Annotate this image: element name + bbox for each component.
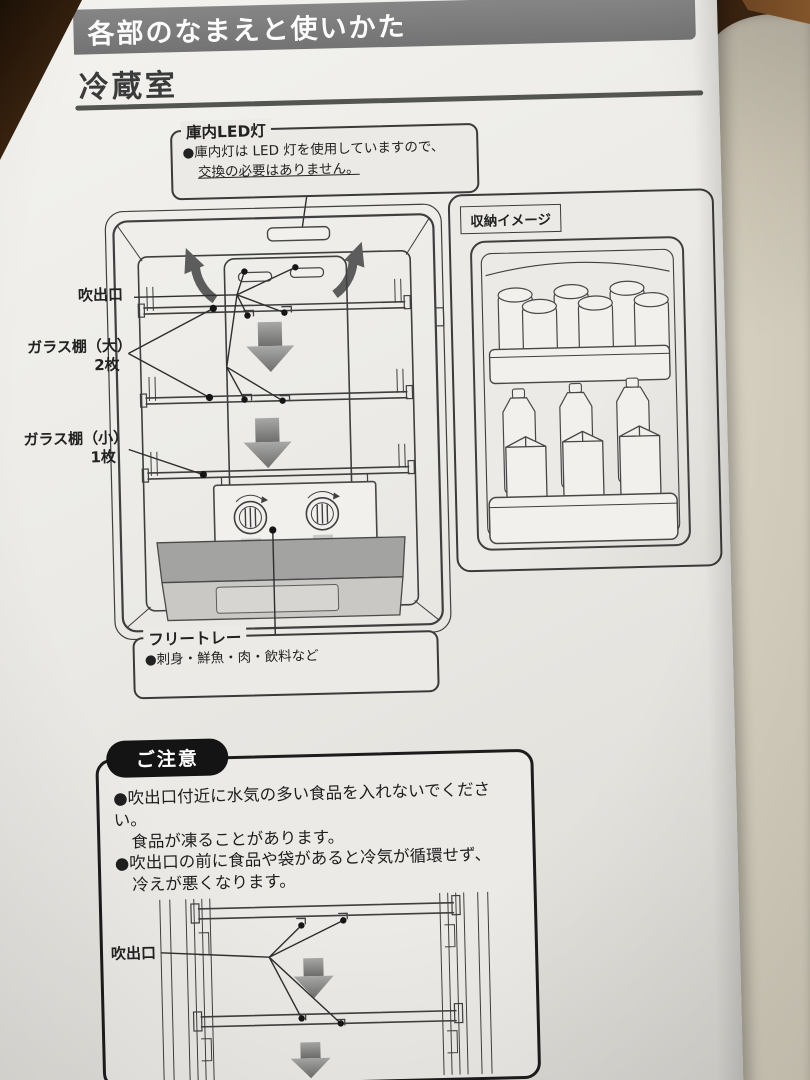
led-callout-title: 庫内LED灯	[180, 118, 272, 144]
led-light-callout: 庫内LED灯 ●庫内灯は LED 灯を使用していますので、 交換の必要はありませ…	[169, 118, 480, 201]
storage-image-box: 収納イメージ	[447, 188, 723, 573]
shelf-large-label: ガラス棚（大） 2枚	[27, 336, 140, 376]
caution-badge: ご注意	[105, 738, 229, 779]
cold-air-down-arrow-icon	[246, 321, 295, 372]
free-tray-callout-text: ●刺身・鮮魚・肉・飲料など	[144, 647, 319, 669]
air-flow-right-arrow-icon	[332, 241, 365, 299]
shelf-small-label: ガラス棚（小） 1枚	[23, 428, 136, 468]
free-tray-callout-title: フリートレー	[143, 625, 247, 651]
air-flow-left-arrow-icon	[184, 248, 218, 304]
shelf-small-count: 1枚	[90, 447, 117, 467]
upper-door-pocket	[488, 344, 671, 385]
vent-label: 吹出口	[77, 285, 124, 305]
vent-location-diagram: 吹出口	[111, 891, 493, 1080]
lower-door-pocket	[488, 492, 679, 545]
led-callout-text-line2: 交換の必要はありません。	[197, 160, 360, 181]
shelf-large-count: 2枚	[94, 355, 120, 375]
door-pockets-drawing	[470, 236, 691, 551]
free-tray-callout: フリートレー ●刺身・鮮魚・肉・飲料など	[132, 625, 440, 700]
glass-shelves	[137, 294, 416, 483]
free-tray	[156, 536, 406, 622]
subsection-title: 冷蔵室	[78, 68, 179, 106]
cold-air-down-arrow-icon	[290, 1041, 331, 1079]
section-title: 各部のなまえと使いかた	[87, 11, 407, 51]
caution-box: ●吹出口付近に水気の多い食品を入れないでください。 食品が凍ることがあります。 …	[95, 748, 542, 1080]
cold-air-down-arrow-icon	[293, 957, 334, 998]
manual-page: 各部のなまえと使いかた 冷蔵室	[0, 0, 744, 1080]
section-title-bar: 各部のなまえと使いかた	[72, 0, 696, 55]
fridge-interior-diagram	[104, 190, 452, 654]
vent-label-bottom: 吹出口	[111, 944, 156, 963]
cold-air-down-arrow-icon	[243, 417, 292, 469]
